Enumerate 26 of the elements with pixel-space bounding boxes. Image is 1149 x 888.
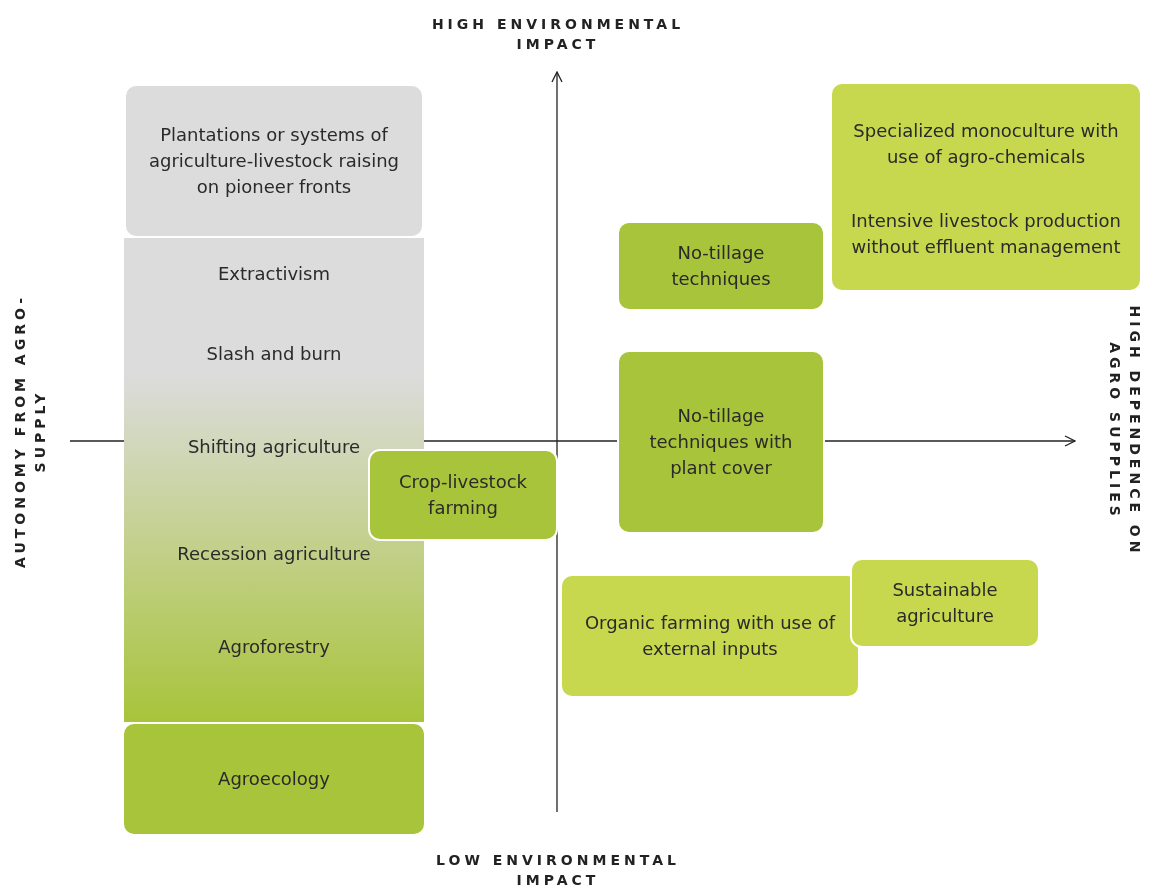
category-box [830,82,1142,292]
axis-label: LOW ENVIRONMENTAL IMPACT [435,851,681,888]
category-label: No-tillage techniques [670,241,772,291]
category-label: Specialized monoculture with use of agro-chemicals [852,119,1120,169]
category-label: Plantations or systems of agriculture-livestock raising on pioneer fronts [147,123,401,199]
category-label: Slash and burn [205,342,343,366]
category-label: Shifting agriculture [186,435,362,459]
category-label: Intensive livestock production without effluent management [850,209,1122,259]
category-label: No-tillage techniques with plant cover [648,404,794,480]
category-label: Agroforestry [217,635,331,659]
category-box [122,722,426,836]
category-label: Crop-livestock farming [398,470,528,520]
category-label: Recession agriculture [176,542,372,566]
category-box [124,84,424,238]
category-label: Agroecology [217,767,331,791]
category-label: Organic farming with use of external inputs [583,611,837,661]
category-box [560,574,860,698]
axis-label: AUTONOMY FROM AGRO-SUPPLY [11,293,49,570]
axis-label: HIGH DEPENDENCE ON AGRO SUPPLIES [1106,304,1144,559]
category-box [617,221,825,311]
category-box [850,558,1040,648]
category-label: Extractivism [216,262,331,286]
category-box [617,350,825,534]
axis-label: HIGH ENVIRONMENTAL IMPACT [430,15,686,54]
category-box [368,449,558,541]
category-label: Sustainable agriculture [891,578,999,628]
